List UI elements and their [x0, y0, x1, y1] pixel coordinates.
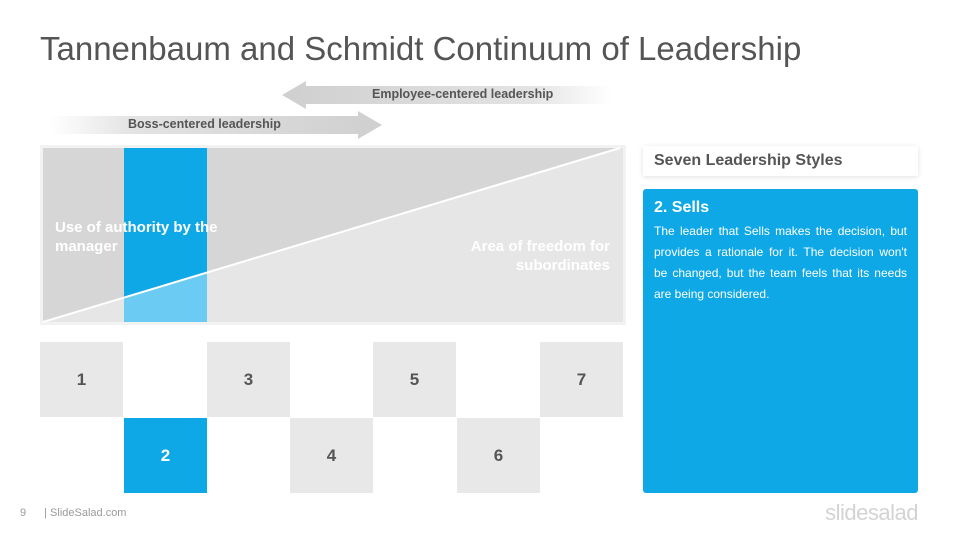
- style-detail-description: The leader that Sells makes the decision…: [654, 224, 907, 301]
- freedom-label: Area of freedom for subordinates: [470, 238, 610, 274]
- style-detail-card: 2. Sells The leader that Sells makes the…: [643, 189, 918, 493]
- employee-centered-arrow: [282, 81, 612, 109]
- style-box-7[interactable]: 7: [540, 342, 623, 417]
- style-box-4[interactable]: 4: [290, 418, 373, 493]
- style-box-3[interactable]: 3: [207, 342, 290, 417]
- slide-title: Tannenbaum and Schmidt Continuum of Lead…: [40, 30, 802, 67]
- boss-centered-arrow: [50, 111, 382, 139]
- style-box-2[interactable]: 2: [124, 418, 207, 493]
- page-number: 9: [20, 507, 27, 519]
- style-detail-title: 2. Sells: [654, 199, 710, 216]
- footer-text: | SlideSalad.com: [44, 507, 127, 519]
- style-box-6[interactable]: 6: [457, 418, 540, 493]
- employee-centered-label: Employee-centered leadership: [372, 87, 554, 101]
- footer: 9 | SlideSalad.com: [20, 507, 126, 519]
- authority-label: Use of authority by the manager: [55, 219, 218, 255]
- brand-logo: slidesalad: [825, 500, 918, 525]
- boss-centered-label: Boss-centered leadership: [128, 117, 281, 131]
- styles-panel-header: Seven Leadership Styles: [643, 146, 918, 176]
- style-box-1[interactable]: 1: [40, 342, 123, 417]
- continuum-diagram: Use of authority by the manager Area of …: [40, 145, 626, 325]
- style-box-5[interactable]: 5: [373, 342, 456, 417]
